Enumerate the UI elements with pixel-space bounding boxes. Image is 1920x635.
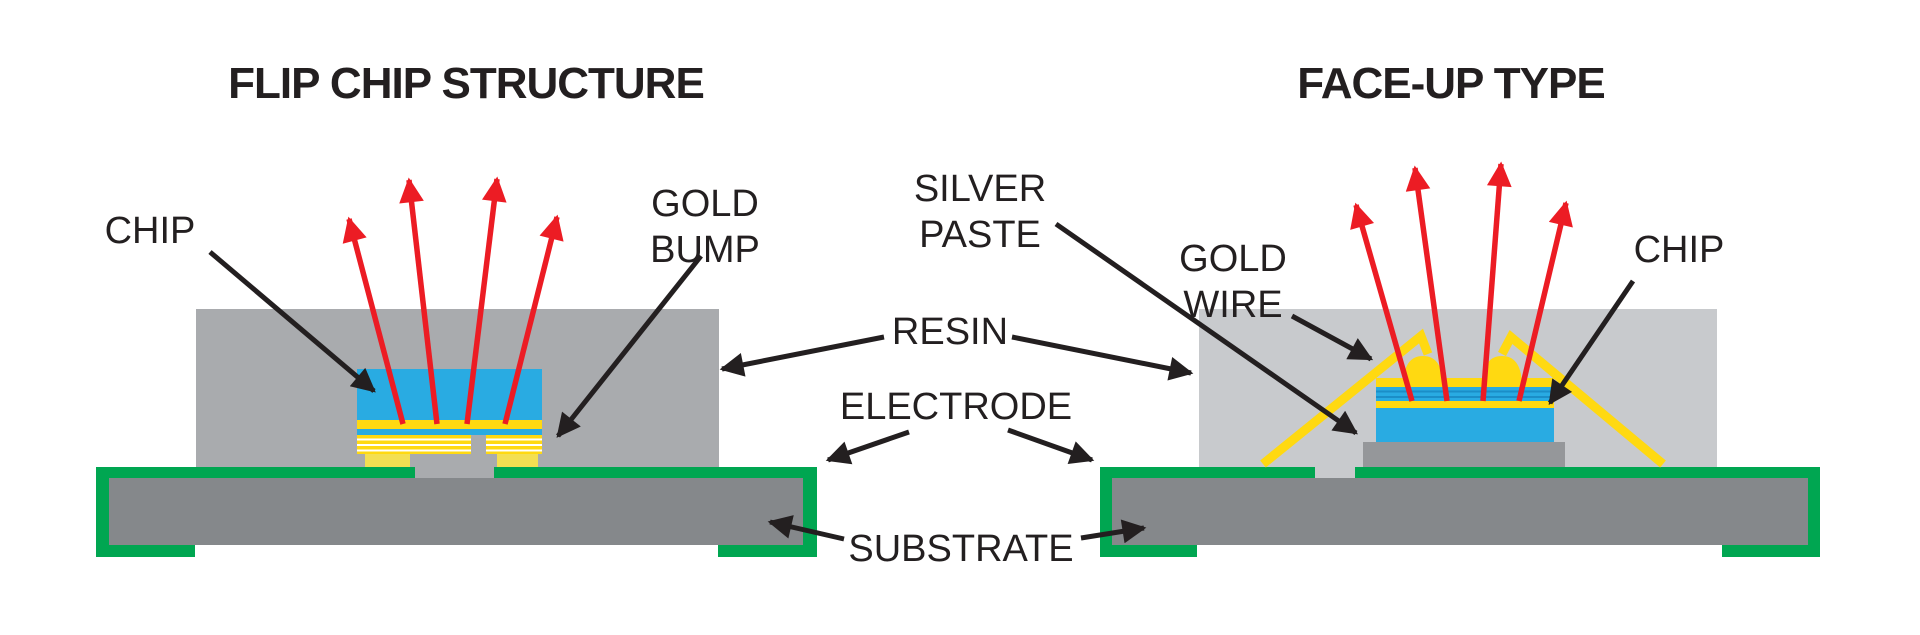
faceup-substrate-body <box>1112 478 1810 545</box>
faceup-top-electrode-strip <box>1376 378 1554 387</box>
label-electrode: ELECTRODE <box>839 386 1073 428</box>
label-gold-bump-line2: BUMP <box>650 229 760 271</box>
flipchip-emitting-layer <box>357 420 542 429</box>
flipchip-title: FLIP CHIP STRUCTURE <box>228 59 705 108</box>
flipchip-gold-bump-stack-right <box>486 435 542 454</box>
label-gold-wire-line2: WIRE <box>1183 284 1283 326</box>
label-silver-paste-line1: SILVER <box>913 168 1047 210</box>
label-gold-bump-line1: GOLD <box>651 183 759 225</box>
faceup-chip-top-layers <box>1376 387 1554 401</box>
faceup-die-attach-pad <box>1363 442 1565 467</box>
label-silver-paste-line2: PASTE <box>919 214 1041 256</box>
label-gold-bump: GOLD BUMP <box>595 181 815 273</box>
faceup-electrode-right <box>1355 467 1820 478</box>
flipchip-lead-side-left <box>96 467 109 557</box>
flipchip-chip-die <box>357 369 542 420</box>
label-gold-wire: GOLD WIRE <box>1123 236 1343 328</box>
faceup-lead-side-left <box>1100 467 1112 557</box>
flipchip-electrode-right <box>494 467 817 478</box>
leader-arrow-electrode-right <box>1007 427 1095 465</box>
flipchip-lead-side-right <box>803 467 817 557</box>
label-gold-wire-line1: GOLD <box>1179 238 1287 280</box>
label-chip-right: CHIP <box>1633 229 1725 271</box>
label-substrate: SUBSTRATE <box>848 528 1074 570</box>
flipchip-bump-pad-right <box>497 454 538 467</box>
flipchip-chip-bottom-layer <box>357 429 542 435</box>
faceup-lead-foot-left <box>1100 545 1197 557</box>
faceup-lead-foot-right <box>1722 545 1820 557</box>
faceup-title: FACE-UP TYPE <box>1297 59 1605 108</box>
leader-arrow-electrode-left <box>825 429 910 465</box>
flipchip-electrode-gap-fill <box>415 467 494 478</box>
flipchip-substrate-body <box>109 478 803 545</box>
flipchip-bump-pad-left <box>365 454 410 467</box>
faceup-emitting-layer <box>1376 401 1554 408</box>
label-chip-left: CHIP <box>104 210 196 252</box>
flipchip-lead-foot-left <box>96 545 195 557</box>
faceup-electrode-gap-fill <box>1315 467 1355 478</box>
flipchip-gold-bump-stack-left <box>357 435 471 454</box>
faceup-chip-die <box>1376 408 1554 442</box>
label-resin: RESIN <box>891 311 1009 353</box>
flipchip-electrode-left <box>96 467 415 478</box>
label-silver-paste: SILVER PASTE <box>870 166 1090 258</box>
flipchip-lead-foot-right <box>718 545 817 557</box>
faceup-electrode-left <box>1100 467 1315 478</box>
faceup-lead-side-right <box>1808 467 1820 557</box>
